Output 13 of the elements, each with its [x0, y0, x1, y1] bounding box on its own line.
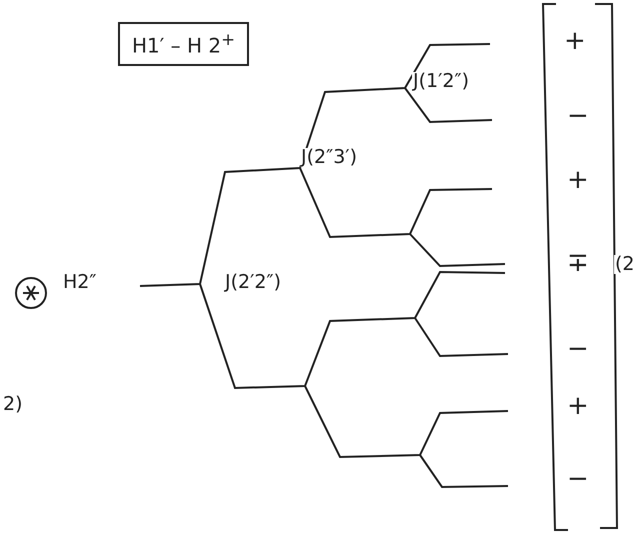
coupling-label: J(2′2″) — [224, 273, 282, 292]
coupling-label: (2 — [614, 255, 635, 274]
sign-symbol: − — [566, 103, 590, 129]
coupling-label: 2) — [2, 395, 24, 414]
coupling-label: J(2″3′) — [300, 148, 358, 167]
sign-symbol: − — [566, 336, 590, 362]
sign-symbol: ∓ — [566, 250, 590, 276]
sign-symbol: + — [563, 28, 587, 54]
coupling-label: J(1′2″) — [412, 72, 470, 91]
sign-symbol: + — [566, 167, 590, 193]
sign-symbol: + — [566, 393, 590, 419]
sign-symbol: − — [566, 466, 590, 492]
label-box: H1′ – H 2$^{+}$ — [118, 22, 250, 66]
